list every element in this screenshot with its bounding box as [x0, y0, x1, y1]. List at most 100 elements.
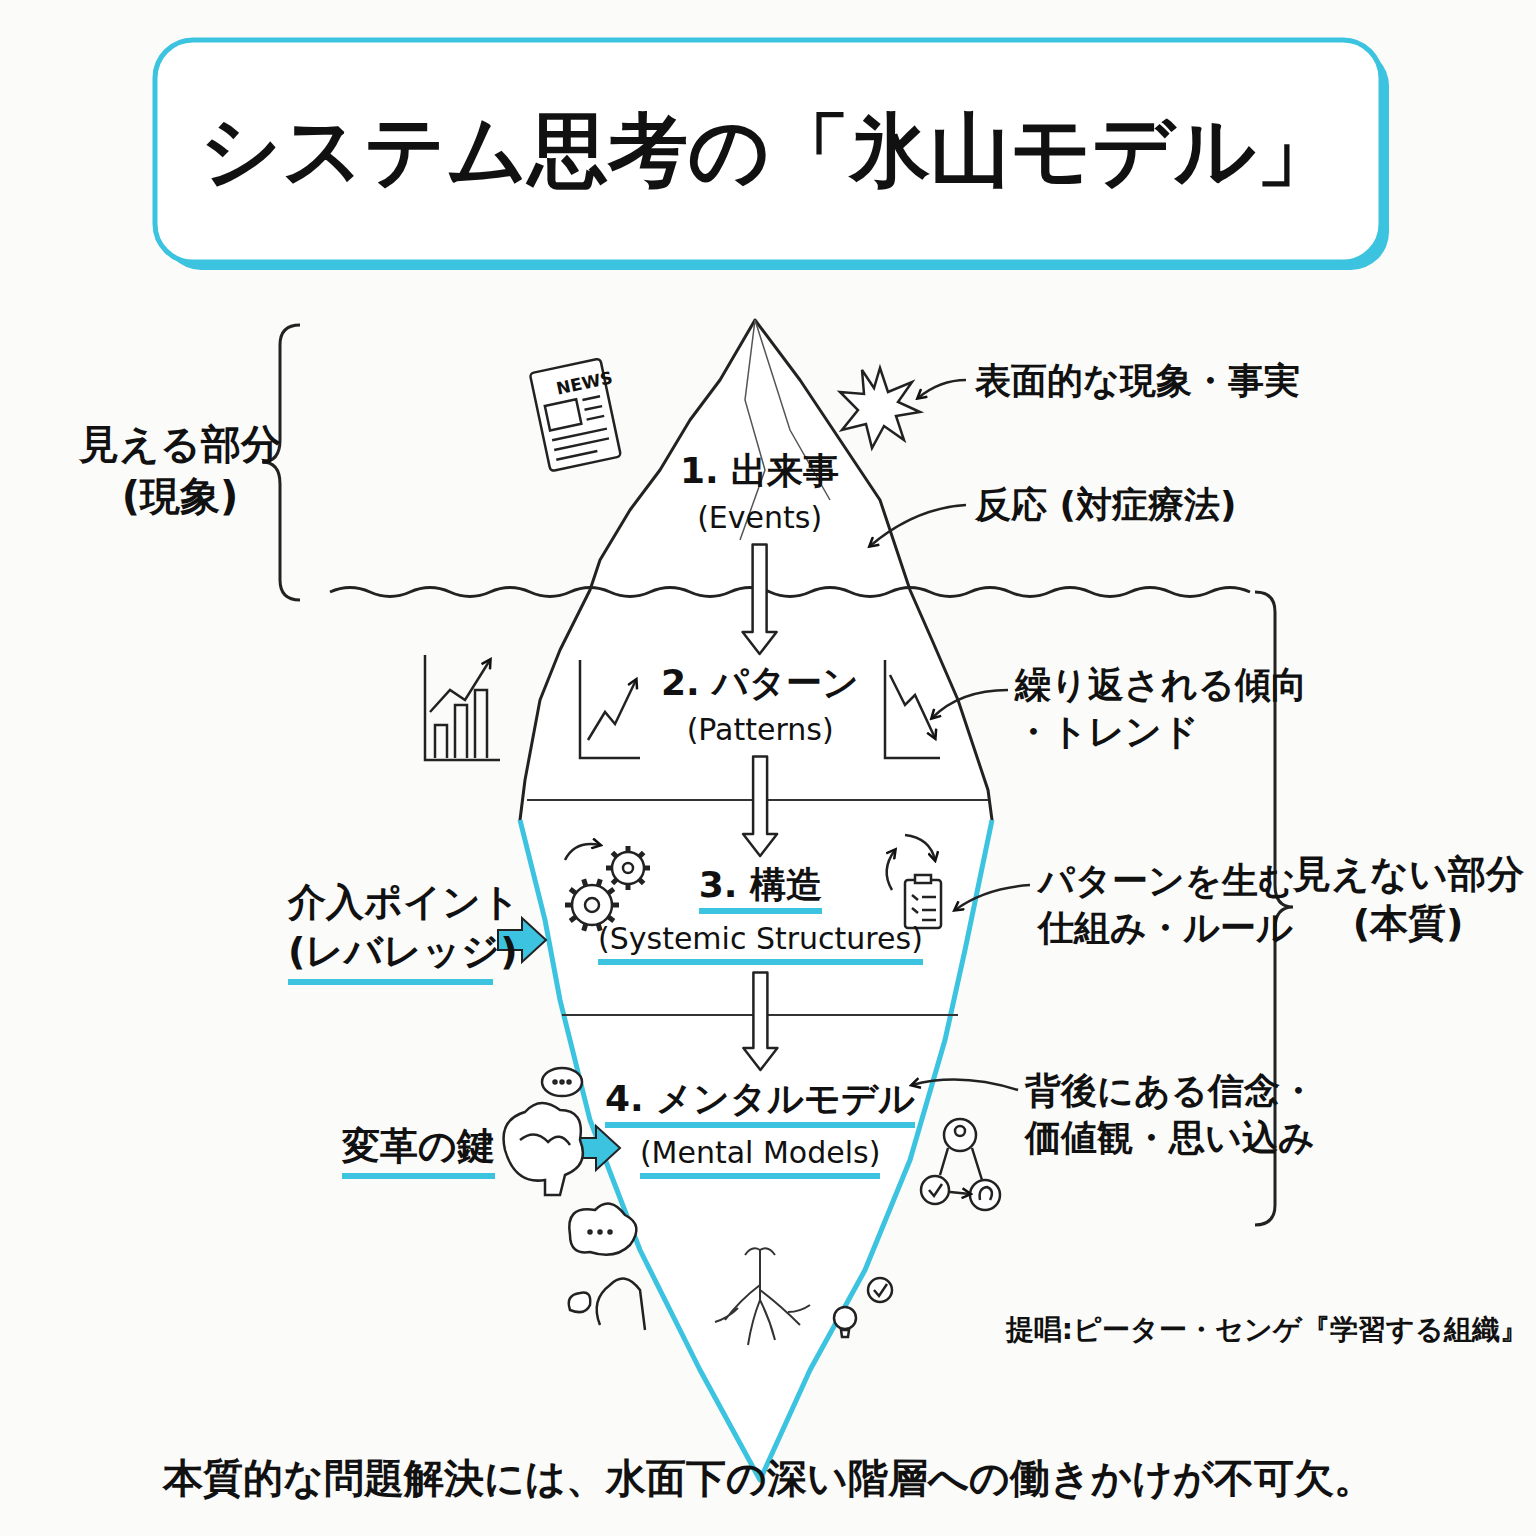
- thought-bubble-icon-part: [589, 1231, 592, 1234]
- people-icon-part: [940, 1148, 982, 1194]
- layer-subtitle-line: (Mental Models): [605, 1134, 915, 1179]
- layer-node: 4. メンタルモデル (Mental Models): [605, 1076, 915, 1179]
- leader-arrow-part: [918, 380, 966, 398]
- idea-icon-part: [868, 1278, 892, 1302]
- trend-down-icon-part: [885, 660, 940, 758]
- layer-subtitle-line: (Events): [680, 499, 839, 537]
- bar-chart-icon-part: [430, 660, 490, 712]
- brain-icon-part: [554, 1081, 557, 1084]
- newspaper-icon: [530, 358, 621, 471]
- brain-icon-part: [542, 1068, 582, 1096]
- attribution: 提唱:ピーター・センゲ『学習する組織』: [1006, 1312, 1528, 1348]
- layer-subtitle: (Patterns): [687, 711, 834, 749]
- icon-text: NEWS: [554, 366, 614, 399]
- people-icon: [921, 1119, 1000, 1210]
- layer-subtitle: (Mental Models): [640, 1134, 880, 1179]
- layer-heading-line: 2. パターン: [661, 660, 859, 705]
- iceberg-cyan-edge: [520, 820, 992, 1480]
- thought-bubble-icon-part: [599, 1231, 602, 1234]
- layer-heading-line: 3. 構造: [598, 862, 923, 914]
- title-box: [155, 40, 1381, 262]
- roots-icon: [715, 1248, 810, 1345]
- gear-icon-part: [585, 898, 599, 912]
- leverage-label: 介入ポイント (レバレッジ): [288, 878, 493, 985]
- brain-icon-part: [568, 1081, 571, 1084]
- thought-bubble-icon-part: [569, 1204, 636, 1255]
- starburst-icon: [840, 368, 920, 448]
- bar-chart-icon-part: [435, 690, 487, 758]
- roots-icon-part: [715, 1250, 810, 1345]
- layer-heading-line: 4. メンタルモデル: [605, 1076, 915, 1128]
- bar-chart-icon: [425, 655, 500, 760]
- gear-icon-part: [572, 885, 612, 925]
- newspaper-icon-part: [545, 394, 611, 459]
- flow-arrow: [743, 973, 777, 1071]
- thought-bubble-icon-part: [609, 1231, 612, 1234]
- people-icon-part: [970, 1180, 1000, 1210]
- newspaper-icon-part: [530, 358, 621, 471]
- layer-node: 1. 出来事 (Events): [680, 448, 839, 537]
- clipboard-icon: [887, 835, 941, 928]
- layer-heading: 3. 構造: [699, 862, 822, 914]
- people-icon-part: [980, 1187, 992, 1200]
- gear-icon-part: [623, 863, 633, 873]
- title: システム思考の「氷山モデル」: [200, 99, 1336, 203]
- callout-text: 背後にある信念・ 価値観・思い込み: [1025, 1068, 1355, 1162]
- flow-arrow: [743, 545, 777, 655]
- iceberg-outline: [520, 320, 992, 1480]
- region-label: 見えない部分 (本質): [1290, 850, 1526, 949]
- layer-subtitle: (Events): [697, 499, 822, 537]
- trend-up-icon-part: [588, 680, 636, 740]
- leader-arrow-part: [955, 885, 1030, 910]
- brain-icon-part: [504, 1103, 583, 1195]
- layer-subtitle-line: (Patterns): [661, 711, 859, 749]
- clipboard-icon-part: [887, 850, 895, 890]
- caption: 本質的な問題解決には、水面下の深い階層への働きかけが不可欠。: [163, 1452, 1374, 1504]
- people-icon-part: [955, 1126, 965, 1136]
- clipboard-icon-part: [905, 880, 941, 928]
- brain-icon: [504, 1068, 583, 1195]
- thought-bubble-icon-part: [597, 1279, 645, 1330]
- key-label: 変革の鍵: [342, 1122, 495, 1179]
- leader-arrow-part: [870, 505, 966, 546]
- gear-icon-part: [612, 852, 644, 884]
- thought-bubble-icon-part: [569, 1293, 591, 1313]
- layer-node: 2. パターン (Patterns): [661, 660, 859, 749]
- people-icon-part: [944, 1119, 976, 1151]
- gear-icon-part: [565, 844, 600, 860]
- callout-text: 表面的な現象・事実: [975, 358, 1300, 405]
- waterline: [330, 588, 1250, 597]
- leader-arrow-part: [932, 690, 1008, 718]
- callout-text: 繰り返される傾向 ・トレンド: [1015, 662, 1335, 756]
- clipboard-icon-part: [905, 835, 935, 860]
- trend-down-icon: [885, 660, 940, 758]
- gear-icon-part: [565, 846, 650, 931]
- clipboard-icon-part: [915, 875, 931, 883]
- clipboard-icon-part: [912, 895, 936, 920]
- gear-icon: [565, 844, 650, 931]
- trend-down-icon-part: [890, 675, 935, 738]
- layer-heading-line: 1. 出来事: [680, 448, 839, 493]
- idea-icon: [834, 1278, 892, 1337]
- layer-subtitle: (Systemic Structures): [598, 920, 923, 965]
- idea-icon-part: [841, 1330, 849, 1337]
- people-icon-part: [929, 1184, 942, 1196]
- roots-icon-part: [745, 1248, 775, 1255]
- brain-icon-part: [520, 1134, 570, 1145]
- region-label: 見える部分 (現象): [70, 418, 290, 522]
- callout-text: 反応 (対症療法): [975, 482, 1236, 529]
- layer-subtitle-line: (Systemic Structures): [598, 920, 923, 965]
- trend-up-icon-part: [580, 660, 640, 758]
- idea-icon-part: [874, 1284, 887, 1296]
- layer-heading: 2. パターン: [661, 660, 859, 705]
- pointer-arrow: [498, 918, 546, 962]
- brain-icon-part: [561, 1081, 564, 1084]
- flow-arrow: [743, 757, 777, 857]
- layer-heading: 4. メンタルモデル: [605, 1076, 915, 1128]
- thought-bubble-icon: [569, 1204, 645, 1330]
- idea-icon-part: [834, 1307, 856, 1329]
- people-icon-part: [921, 1176, 949, 1204]
- bar-chart-icon-part: [425, 655, 500, 760]
